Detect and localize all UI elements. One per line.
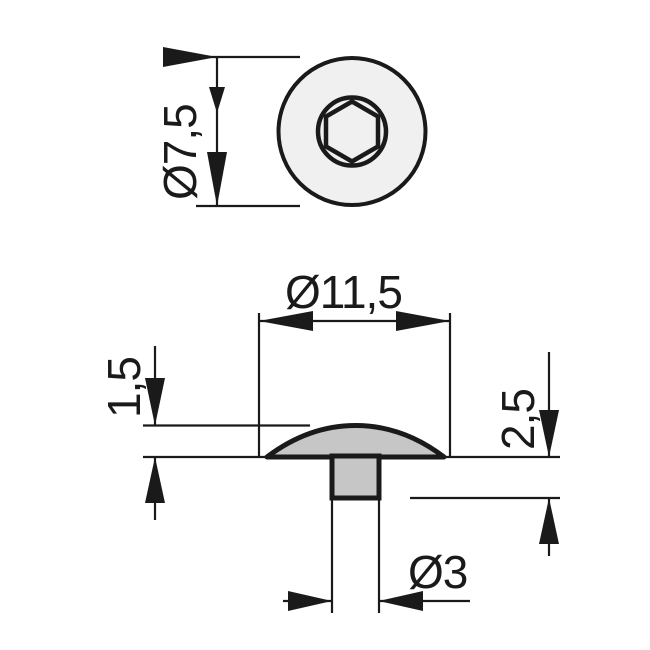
arrow-h25-top — [539, 410, 559, 457]
post-body — [329, 453, 382, 501]
dim-label-h15: 1,5 — [98, 357, 150, 418]
arrow-dia115-right — [396, 311, 450, 331]
arrow-h15-top — [145, 378, 165, 426]
section-view-group: Ø11,5 1,5 2,5 Ø3 — [98, 266, 560, 613]
arrow-h25-bottom — [539, 498, 559, 544]
cap-dome-profile — [264, 423, 447, 460]
dim-label-dia115: Ø11,5 — [285, 266, 402, 318]
arrow-dia3-left — [288, 591, 332, 611]
dim-label-h25: 2,5 — [492, 389, 544, 450]
arrow-dia75-bottom — [207, 152, 227, 206]
arrow-dia3-right — [379, 591, 423, 611]
arrow-h15-bottom — [145, 457, 165, 503]
arrow-dia75-top — [163, 47, 225, 113]
top-view-hex-socket — [323, 98, 381, 165]
dim-label-dia3: Ø3 — [408, 546, 467, 598]
arrow-dia115-left — [259, 311, 313, 331]
top-view-group: Ø7,5 — [154, 47, 428, 208]
dim-label-dia75: Ø7,5 — [154, 104, 206, 200]
